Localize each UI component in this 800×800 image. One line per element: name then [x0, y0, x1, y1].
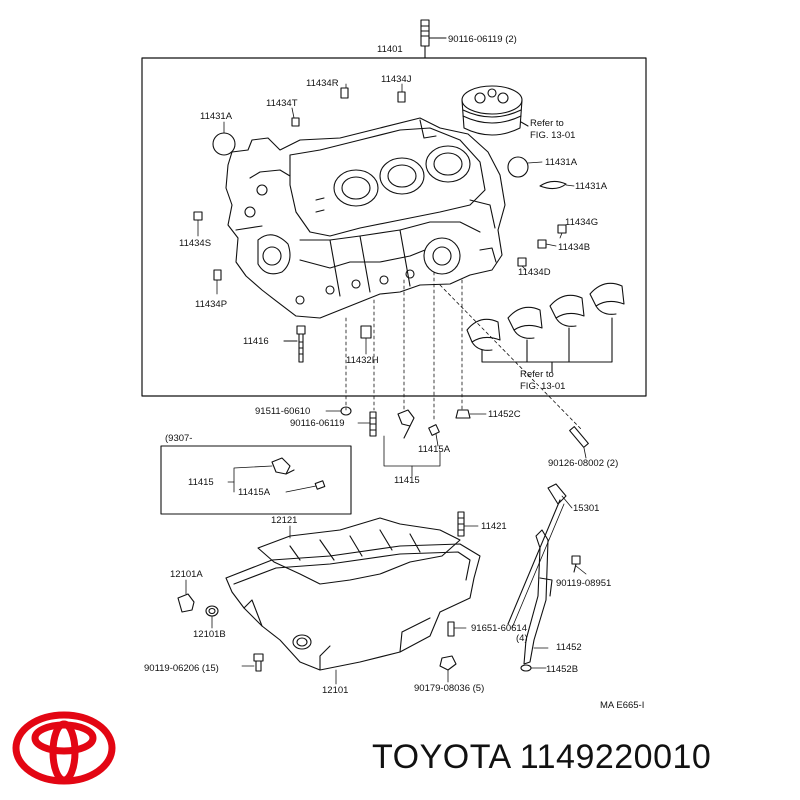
part-label-p91651-qty: (4) [516, 633, 528, 644]
part-label-p11434r: 11434R [306, 78, 339, 89]
variant-box [160, 445, 352, 515]
part-label-p11434t: 11434T [266, 98, 298, 109]
assembly-frame [141, 57, 647, 397]
part-label-p11416: 11416 [243, 336, 269, 347]
part-number: 1149220010 [519, 738, 712, 776]
drain-gasket-icon [205, 605, 219, 629]
part-label-p91651: 91651-60614 [471, 623, 527, 634]
part-label-p11431a-1: 11431A [200, 111, 233, 122]
part-label-p11415a-1: 11415A [418, 444, 451, 455]
o-ring-11452B-icon [520, 664, 547, 672]
part-label-p11434j: 11434J [381, 74, 412, 85]
toyota-logo-icon [12, 711, 116, 785]
stud-90126-icon [569, 426, 589, 459]
part-label-p11434g: 11434G [565, 217, 598, 228]
bolt-91651-icon [447, 621, 467, 637]
knock-sensor-11415-icon [383, 409, 441, 477]
stud-bolt-mid-icon [357, 411, 377, 437]
plug-91511-icon [325, 406, 352, 416]
part-label-p91511: 91511-60610 [255, 406, 310, 417]
oil-pan-icon [225, 543, 481, 671]
part-label-p90119-08951: 90119-08951 [556, 578, 611, 589]
part-label-p11452b: 11452B [546, 664, 578, 675]
dipstick-guide-icon [523, 529, 553, 665]
part-label-p90119-06206: 90119-06206 (15) [144, 663, 219, 674]
part-label-p11452: 11452 [556, 642, 582, 653]
part-label-p11452c: 11452C [488, 409, 521, 420]
part-label-p11421: 11421 [481, 521, 507, 532]
part-label-p11434s: 11434S [179, 238, 211, 249]
part-label-p12101b: 12101B [193, 629, 226, 640]
brand-name: TOYOTA [372, 738, 510, 776]
part-label-p11431a-2: 11431A [545, 157, 578, 168]
bolt-90119-08951-icon [571, 555, 587, 575]
bolt-11416-icon [283, 325, 306, 363]
part-label-p90116-top: 90116-06119 (2) [448, 34, 517, 45]
part-label-p11415: 11415 [394, 475, 420, 486]
part-labels: 11401 90116-06119 (2) 11434R 11434J 1143… [144, 34, 644, 711]
part-label-p11432h: 11432H [346, 355, 379, 366]
part-label-p11415-box: 11415 [188, 477, 214, 488]
part-label-p90116-mid: 90116-06119 [290, 418, 345, 429]
nut-90179-icon [439, 655, 457, 683]
drawing-code: MA E665-I [600, 700, 644, 711]
part-label-p11415a-box: 11415A [238, 487, 271, 498]
baffle-plate-icon [257, 517, 461, 585]
crankshaft-bearing-icons [466, 282, 625, 373]
plug-parts [193, 87, 567, 339]
stud-bolt-top [420, 19, 447, 59]
part-label-p15301: 15301 [573, 503, 599, 514]
part-label-refer1: Refer to [530, 118, 564, 129]
part-label-p9307: (9307- [165, 433, 192, 444]
dipstick-icon [507, 483, 573, 629]
plug-11452C-icon [455, 409, 487, 419]
knock-sensor-variant-icon [227, 457, 326, 493]
piston-icon [461, 85, 529, 136]
part-label-p12101a: 12101A [170, 569, 203, 580]
part-label-p11431a-3: 11431A [575, 181, 608, 192]
part-label-p11434p: 11434P [195, 299, 227, 310]
stud-11421-icon [457, 511, 479, 537]
part-label-p11434b: 11434B [558, 242, 590, 253]
part-label-p12101: 12101 [322, 685, 348, 696]
part-label-p11434d: 11434D [518, 267, 551, 278]
part-label-refer2: Refer to [520, 369, 554, 380]
drain-plug-icon [177, 579, 195, 613]
part-label-p90126: 90126-08002 (2) [548, 458, 618, 469]
part-label-p90179: 90179-08036 (5) [414, 683, 484, 694]
part-label-p11401: 11401 [377, 44, 403, 55]
part-label-fig1: FIG. 13-01 [530, 130, 575, 141]
cylinder-block-icon [225, 117, 506, 319]
bolt-90119-06206-icon [241, 653, 264, 672]
part-label-fig2: FIG. 13-01 [520, 381, 565, 392]
brand-part-number: TOYOTA 1149220010 [372, 738, 711, 777]
part-label-p12121: 12121 [271, 515, 297, 526]
